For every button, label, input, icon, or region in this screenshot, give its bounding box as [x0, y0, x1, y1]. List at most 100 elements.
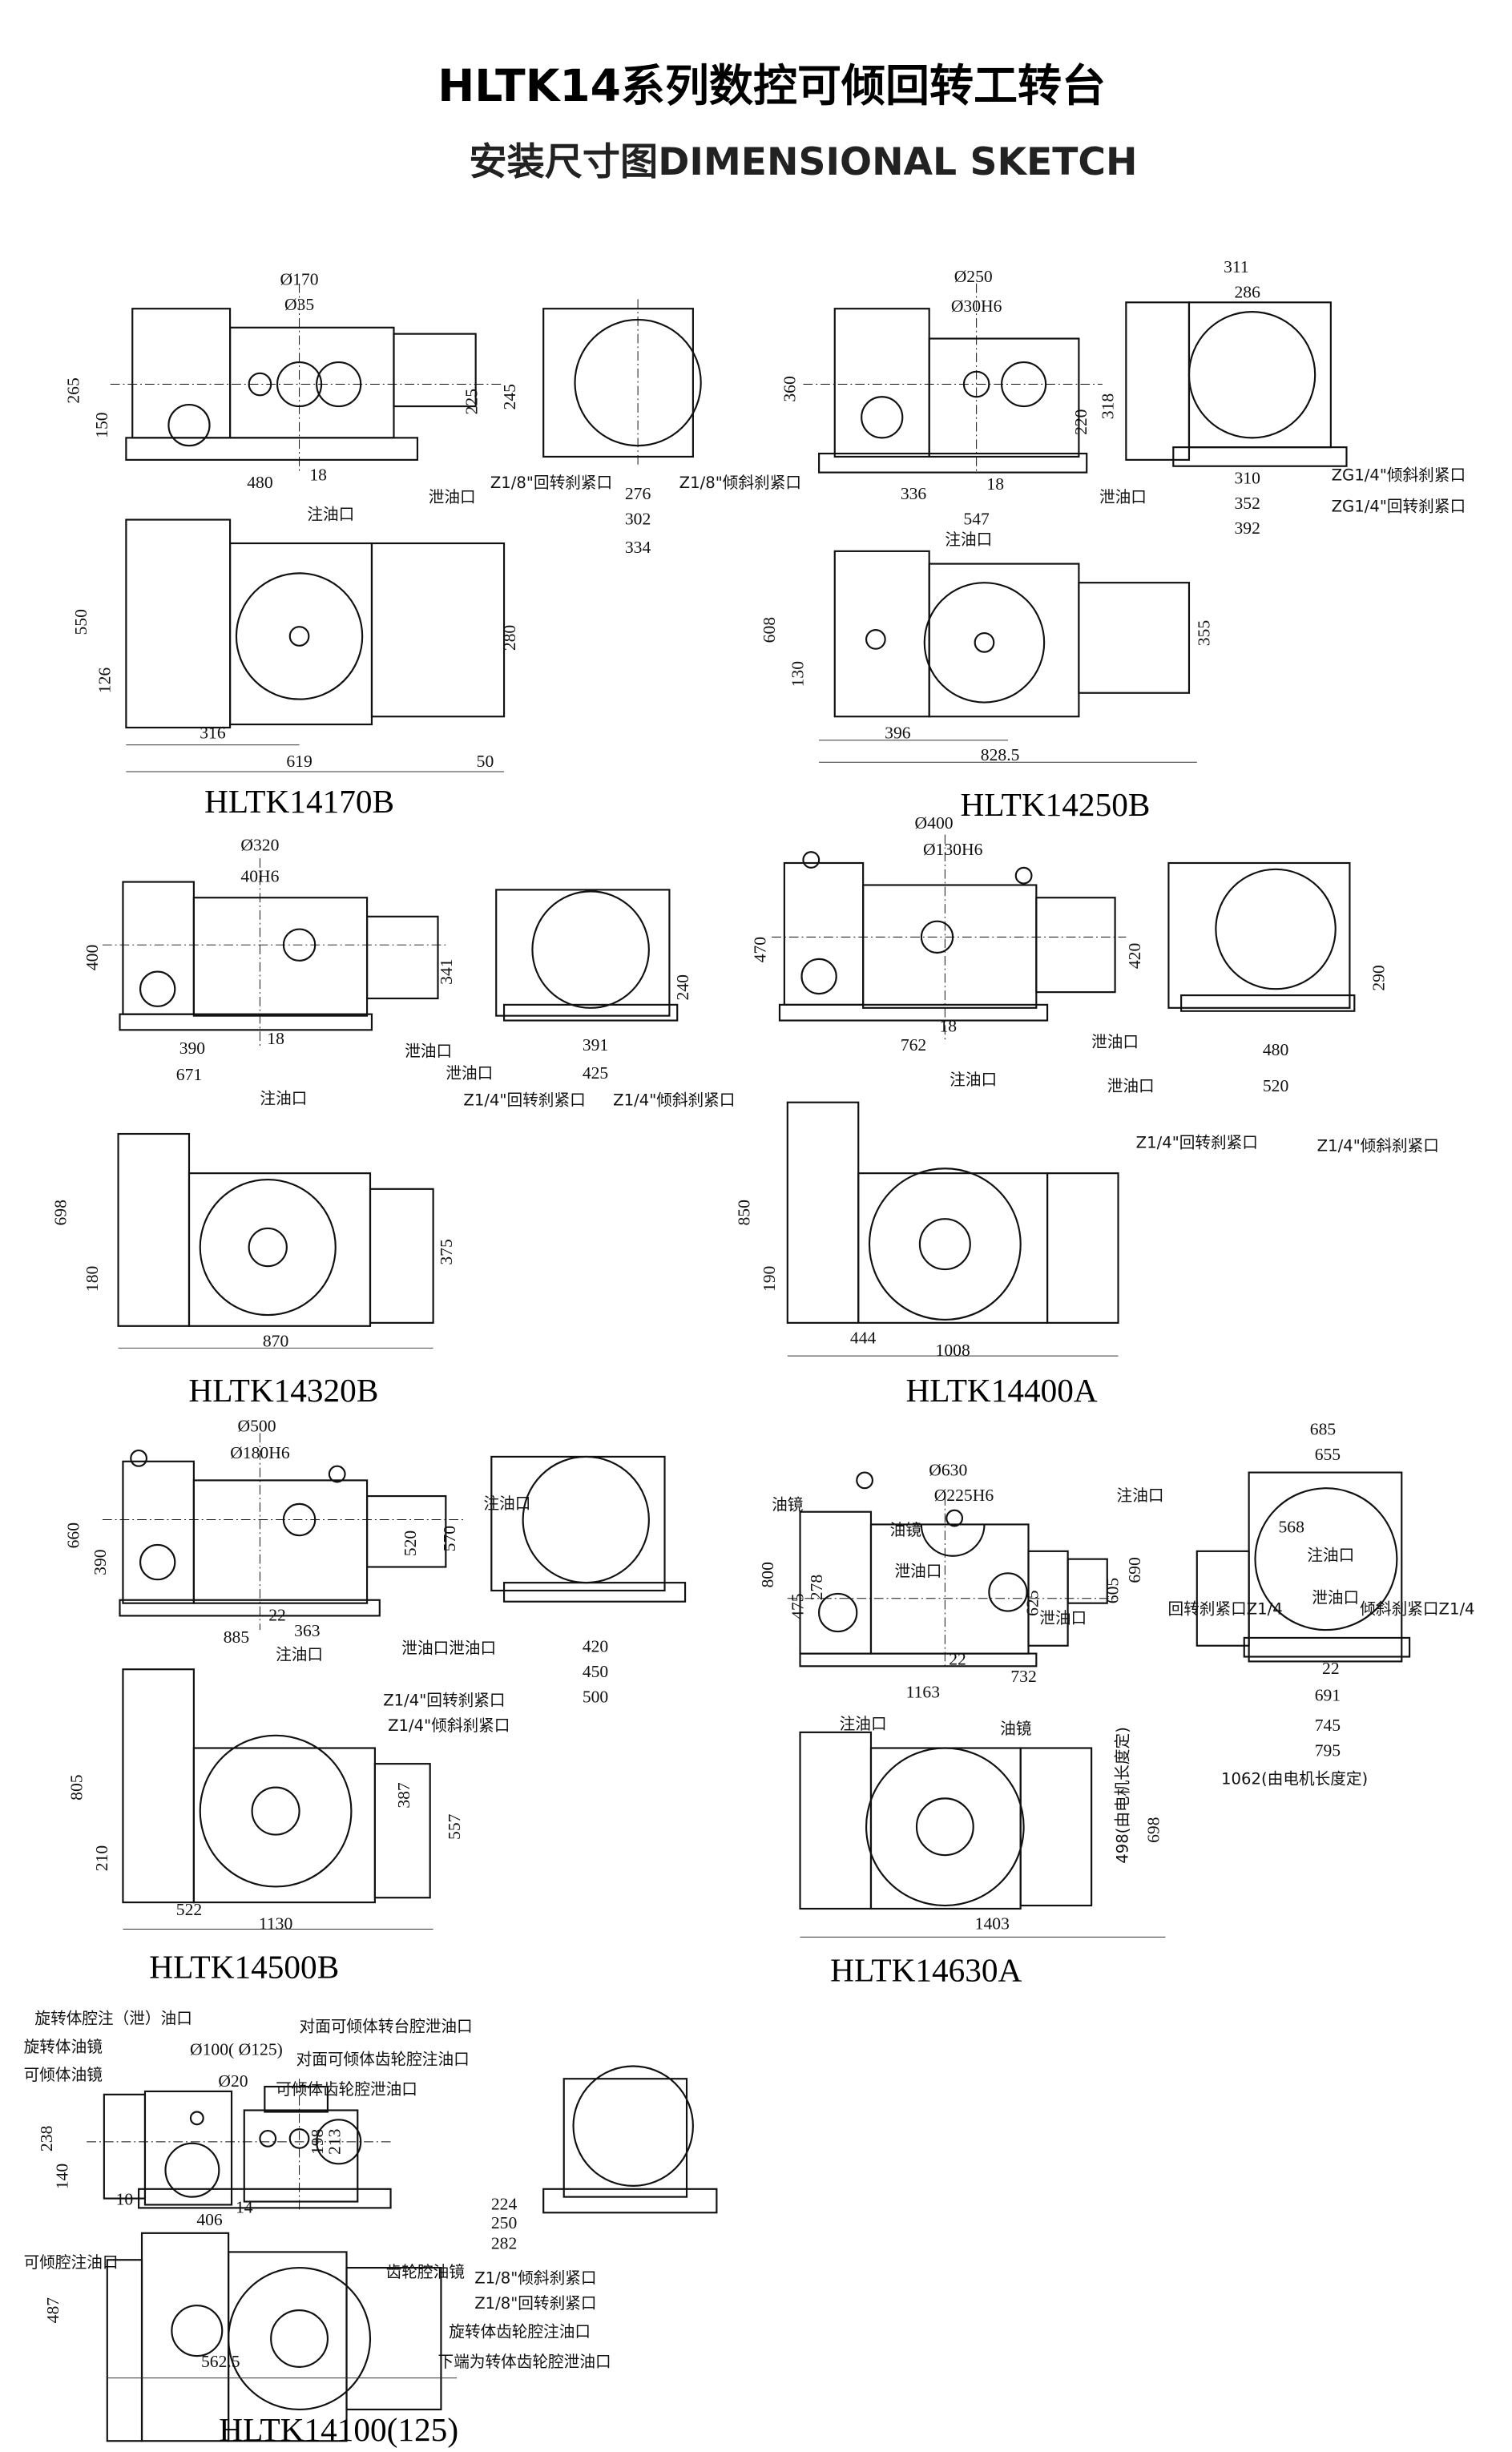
dim-label: 250 — [491, 2213, 517, 2232]
dim-label: Ø30H6 — [951, 296, 1002, 316]
dim-label: 520 — [401, 1530, 420, 1556]
dim-label: 850 — [735, 1200, 754, 1225]
note-label: 泄油口 — [401, 1639, 449, 1658]
model-label: HLTK14320B — [188, 1372, 378, 1409]
note-label: 泄油口 — [1039, 1609, 1087, 1627]
dim-label: 22 — [949, 1649, 966, 1668]
dim-label: Ø20 — [218, 2071, 248, 2091]
dim-label: 352 — [1234, 494, 1260, 513]
dim-label: 220 — [1071, 409, 1091, 434]
note-label: ZG1/4"倾斜刹紧口 — [1332, 466, 1466, 484]
dim-label: 690 — [1125, 1557, 1144, 1583]
outline-shapes — [787, 1471, 1411, 1938]
outline-shapes — [87, 2065, 718, 2442]
drawing-hltk14400a: Ø400 Ø130H6 470 420 290 762 18 泄油口 泄油口 4… — [735, 813, 1439, 1409]
model-label: HLTK14250B — [960, 786, 1150, 823]
model-label: HLTK14630A — [830, 1951, 1022, 1988]
note-label: Z1/8"回转刹紧口 — [490, 474, 612, 492]
dim-label: 334 — [625, 538, 651, 557]
dim-label: 1163 — [906, 1683, 940, 1702]
dim-label: 224 — [491, 2194, 518, 2213]
note-label: 旋转体齿轮腔注油口 — [449, 2323, 591, 2341]
outline-shapes — [110, 283, 702, 772]
note-label: 齿轮腔油镜 — [386, 2263, 465, 2281]
dim-label: 18 — [267, 1029, 284, 1048]
dim-label: 800 — [758, 1562, 777, 1587]
note-label: 可倾腔注油口 — [24, 2253, 119, 2272]
dim-label: 355 — [1195, 620, 1214, 646]
dim-label: 276 — [625, 484, 651, 503]
note-label: 泄油口 — [1107, 1077, 1155, 1095]
note-label: Z1/4"回转刹紧口 — [463, 1091, 585, 1110]
dim-label: 660 — [63, 1522, 83, 1548]
note-label: 可倾体齿轮腔泄油口 — [276, 2080, 417, 2099]
dim-label: 685 — [1310, 1419, 1336, 1438]
note-label: 回转刹紧口Z1/4 — [1168, 1599, 1283, 1618]
dim-label: 180 — [83, 1266, 102, 1292]
dim-label: 360 — [780, 376, 800, 401]
dim-label: 245 — [500, 384, 519, 409]
note-label: 注油口 — [945, 530, 992, 549]
dim-label: 870 — [263, 1331, 288, 1350]
dim-label: 198 — [308, 2129, 327, 2155]
dim-label: 390 — [179, 1038, 205, 1058]
dim-label: Ø250 — [954, 267, 993, 286]
dim-label: 190 — [760, 1266, 779, 1292]
dim-label: Ø400 — [915, 813, 954, 833]
note-label: 注油口 — [484, 1494, 531, 1513]
note-label: 注油口 — [260, 1090, 307, 1108]
dim-label: 318 — [1099, 393, 1118, 419]
model-label: HLTK14500B — [149, 1948, 339, 1985]
note-label: 注油口 — [840, 1715, 887, 1733]
dim-label: 698 — [51, 1200, 71, 1225]
note-label: 旋转体油镜 — [24, 2038, 103, 2056]
outline-shapes — [803, 283, 1348, 763]
drawing-hltk14500b: Ø500 Ø180H6 660 390 520 570 22 363 885 泄… — [63, 1416, 687, 1985]
dim-label: 50 — [477, 752, 494, 771]
dim-label: 605 — [1103, 1578, 1123, 1603]
dim-label: 18 — [986, 474, 1004, 494]
dim-label: 420 — [1125, 943, 1144, 969]
note-label: Z1/4"回转刹紧口 — [1136, 1134, 1258, 1152]
dim-label: 18 — [309, 465, 327, 484]
dim-label: 390 — [91, 1549, 110, 1575]
dim-label: 444 — [850, 1328, 877, 1347]
sheet-title: HLTK14系列数控可倾回转工转台 — [437, 60, 1106, 111]
dim-label: 126 — [95, 667, 115, 694]
dim-label: 450 — [583, 1662, 608, 1681]
dim-label: 562.5 — [201, 2352, 240, 2371]
dim-label: 213 — [325, 2129, 345, 2155]
note-label: 注油口 — [307, 506, 354, 524]
note-label: Z1/8"倾斜刹紧口 — [474, 2269, 596, 2288]
note-label: 对面可倾体齿轮腔注油口 — [296, 2051, 470, 2069]
note-label: 油镜 — [772, 1496, 803, 1514]
dim-label: 316 — [200, 724, 226, 743]
dim-label: Ø320 — [240, 835, 279, 854]
note-label: 倾斜刹紧口Z1/4 — [1360, 1599, 1474, 1618]
drawing-hltk14630a: Ø630 Ø225H6 油镜 油镜 泄油口 泄油口 注油口 800 475 27… — [758, 1419, 1474, 1988]
dim-label: 547 — [963, 509, 990, 528]
dim-label: Ø170 — [280, 270, 319, 289]
note-label: 泄油口 — [1099, 488, 1147, 506]
dim-label: 1130 — [259, 1914, 292, 1934]
dim-label: 22 — [1322, 1659, 1340, 1678]
note-label: ZG1/4"回转刹紧口 — [1332, 498, 1466, 516]
dim-label: 655 — [1315, 1445, 1341, 1464]
note-label: 498(由电机长度定) — [1113, 1727, 1131, 1864]
dim-label: 278 — [807, 1575, 826, 1600]
dim-label: Ø35 — [284, 295, 314, 314]
dim-label: 225 — [462, 389, 482, 414]
note-label: 注油口 — [1117, 1486, 1164, 1505]
dim-label: 391 — [583, 1035, 608, 1055]
dim-label: 475 — [788, 1593, 807, 1619]
note-label: 下端为转体齿轮腔泄油口 — [438, 2353, 611, 2371]
dim-label: 487 — [43, 2297, 62, 2324]
dim-label: 302 — [625, 509, 651, 528]
note-label: 油镜 — [890, 1521, 921, 1539]
dim-label: 140 — [53, 2164, 72, 2189]
dim-label: 14 — [236, 2197, 253, 2216]
drawing-hltk14250b: Ø250 Ø30H6 360 220 318 311 286 336 18 54… — [760, 257, 1466, 823]
sheet-subtitle: 安装尺寸图DIMENSIONAL SKETCH — [469, 140, 1137, 184]
dim-label: 619 — [286, 752, 312, 771]
note-label: 泄油口 — [405, 1043, 452, 1061]
